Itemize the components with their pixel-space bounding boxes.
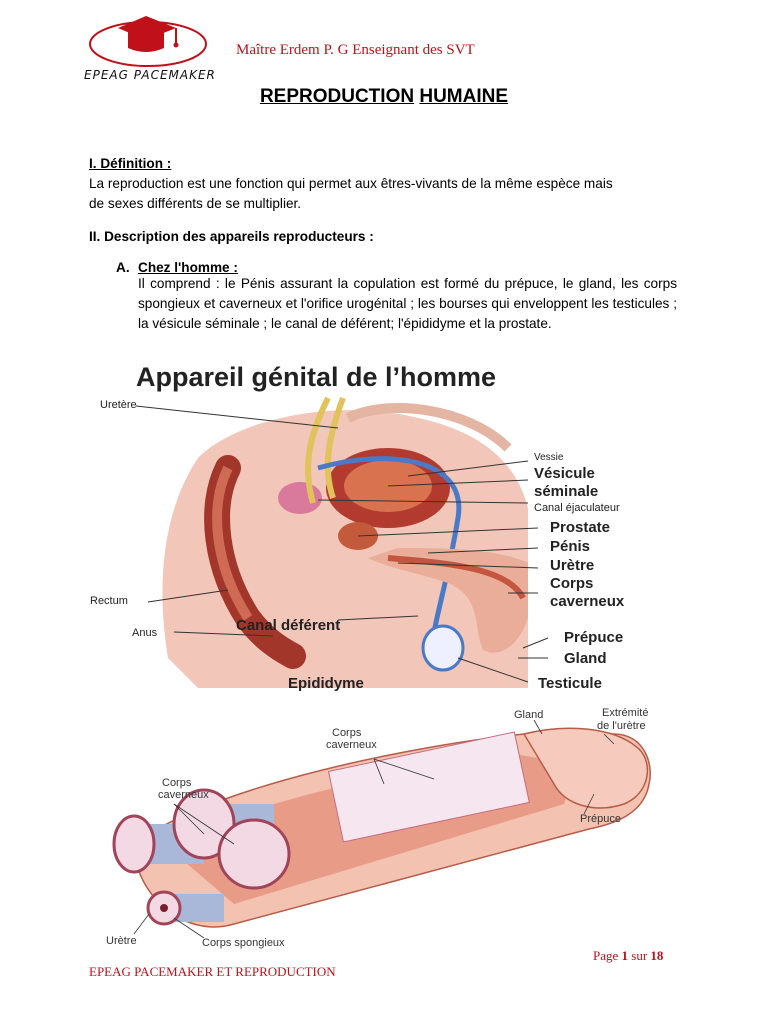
figure2-pointer-lines xyxy=(133,719,615,939)
subsection-marker: A. xyxy=(116,260,130,275)
label-prepuce: Prépuce xyxy=(564,629,623,646)
label-uretre-2: Urètre xyxy=(106,935,137,947)
label-prostate: Prostate xyxy=(550,519,610,536)
pointer-lines xyxy=(135,405,549,683)
ureter xyxy=(305,396,331,504)
label-vessie: Vessie xyxy=(534,452,564,463)
label-uretere: Uretère xyxy=(100,399,137,411)
title-part2: HUMAINE xyxy=(419,86,509,107)
subsection-paragraph: Il comprend : le Pénis assurant la copul… xyxy=(138,276,677,331)
corpus-cavernosum-top xyxy=(327,731,530,843)
section1-line2: de sexes différents de se multiplier. xyxy=(89,196,302,211)
figure1-labels: Uretère Vessie Vésicule séminale Canal é… xyxy=(90,399,625,692)
label-epididyme: Epididyme xyxy=(288,675,364,692)
figure1-title: Appareil génital de l’homme xyxy=(136,362,496,392)
label-extremite-1: Extrémité xyxy=(602,707,648,719)
label-corps-spongieux: Corps spongieux xyxy=(202,937,285,949)
label-corps-2: caverneux xyxy=(550,593,625,610)
glans xyxy=(522,727,649,809)
header-author: Maître Erdem P. G Enseignant des SVT xyxy=(236,42,475,58)
logo: EPEAG PACEMAKER xyxy=(84,10,234,90)
label-corps-cav-top-1: Corps xyxy=(332,727,362,739)
label-rectum: Rectum xyxy=(90,595,128,607)
graduation-cap-icon xyxy=(89,16,207,67)
page-total: 18 xyxy=(650,948,664,963)
subsection-heading: Chez l'homme : xyxy=(138,260,238,275)
label-extremite-2: de l'urètre xyxy=(597,720,646,732)
page-of-word: sur xyxy=(631,948,648,963)
page-number: Page 1 sur 18 xyxy=(593,948,663,964)
label-anus: Anus xyxy=(132,627,158,639)
penis-crosssection-figure: Gland Extrémité de l'urètre Corps cavern… xyxy=(106,707,651,949)
label-corps-cav-left-2: caverneux xyxy=(158,789,209,801)
label-corps-cav-left-1: Corps xyxy=(162,777,192,789)
footer-title: EPEAG PACEMAKER ET REPRODUCTION xyxy=(89,964,336,979)
male-anatomy-figure: Appareil génital de l’homme Uretère Vess… xyxy=(90,362,625,692)
seminal-vesicle xyxy=(278,482,322,514)
label-prepuce-2: Prépuce xyxy=(580,813,621,825)
testis xyxy=(421,624,465,672)
section2-heading: II. Description des appareils reproducte… xyxy=(89,229,374,244)
label-penis: Pénis xyxy=(550,538,590,555)
label-testicule: Testicule xyxy=(538,675,602,692)
label-corps-1: Corps xyxy=(550,575,593,592)
vas-deferens xyxy=(317,456,462,639)
figure2-labels: Gland Extrémité de l'urètre Corps cavern… xyxy=(106,707,648,949)
logo-text: EPEAG PACEMAKER xyxy=(84,68,216,82)
page-current: 1 xyxy=(621,948,629,963)
section1-line1: La reproduction est une fonction qui per… xyxy=(89,176,613,191)
section1-heading: I. Définition : xyxy=(89,156,172,171)
page-word: Page xyxy=(593,948,619,963)
label-gland: Gland xyxy=(564,650,607,667)
label-canal-deferent: Canal déférent xyxy=(236,617,340,634)
title-part1: REPRODUCTION xyxy=(259,86,415,107)
label-gland-2: Gland xyxy=(514,709,543,721)
page-title: REPRODUCTION HUMAINE xyxy=(0,86,768,108)
label-vesicule-1: Vésicule xyxy=(534,465,595,482)
label-canal-ejaculateur: Canal éjaculateur xyxy=(534,502,620,514)
label-corps-cav-top-2: caverneux xyxy=(326,739,377,751)
label-vesicule-2: séminale xyxy=(534,483,598,500)
label-uretre: Urètre xyxy=(550,557,594,574)
